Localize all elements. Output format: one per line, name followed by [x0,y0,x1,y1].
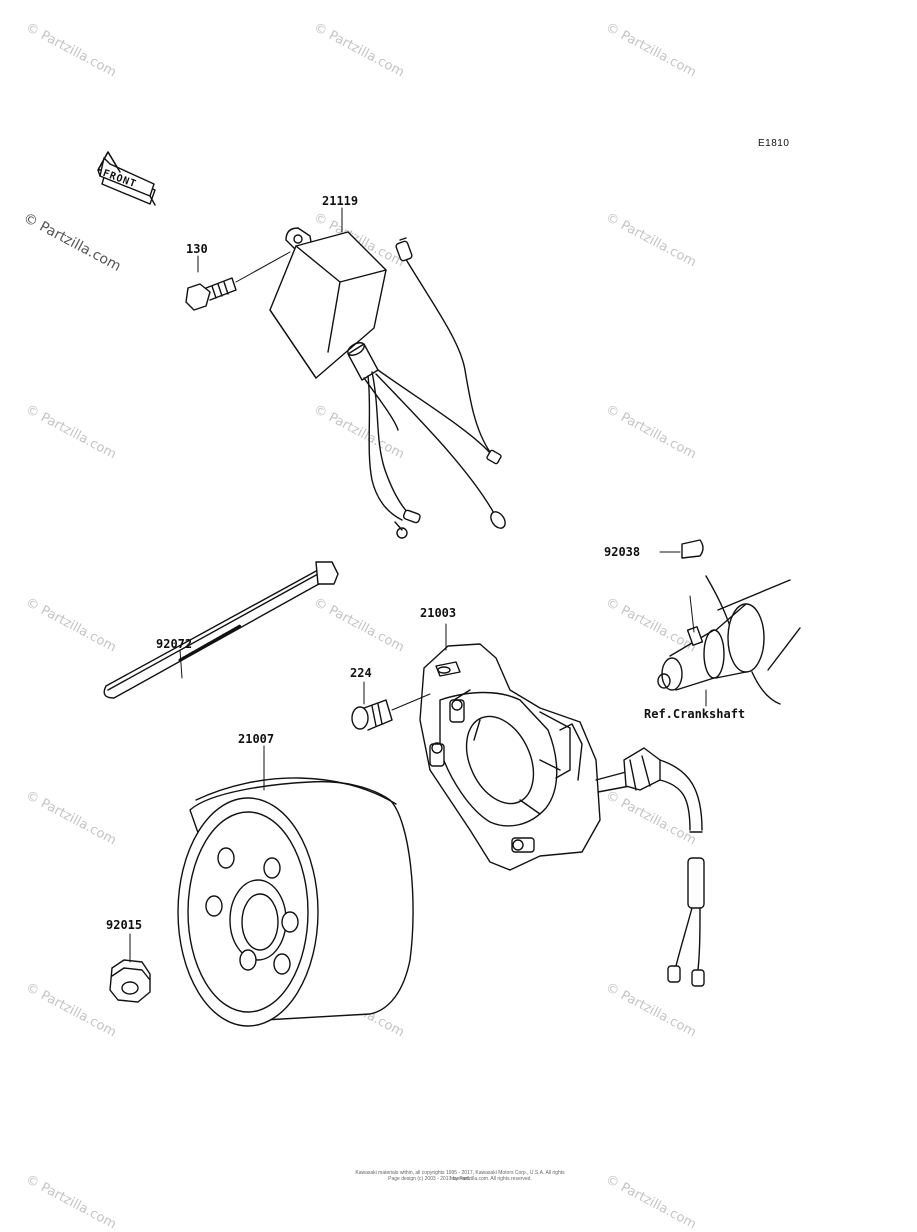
screw-224 [351,681,431,731]
flywheel-21007 [177,745,414,1027]
copyright-line-2: Page design (c) 2003 - 2017 by Partzilla… [388,1176,532,1182]
key-92038 [659,539,704,559]
part-label-21007[interactable]: 21007 [238,732,275,746]
part-label-92038[interactable]: 92038 [604,545,641,559]
stator-21003 [419,623,705,987]
front-arrow-icon [97,151,156,206]
part-label-21003[interactable]: 21003 [420,606,457,620]
parts-diagram [97,151,801,1027]
cdi-unit [269,227,506,539]
diagram-id: E1810 [758,138,790,149]
part-label-92015[interactable]: 92015 [106,918,143,932]
band-92072 [103,561,339,699]
part-label-130[interactable]: 130 [186,242,208,256]
bolt-130 [185,251,291,311]
part-label-224[interactable]: 224 [350,666,372,680]
part-label-21119[interactable]: 21119 [322,194,359,208]
copyright-line-1: Kawasaki materials within, all copyright… [355,1170,565,1182]
nut-92015 [109,933,151,1003]
part-label-92072[interactable]: 92072 [156,637,193,651]
part-label-ref-crankshaft: Ref.Crankshaft [644,707,746,721]
crankshaft [657,575,801,707]
